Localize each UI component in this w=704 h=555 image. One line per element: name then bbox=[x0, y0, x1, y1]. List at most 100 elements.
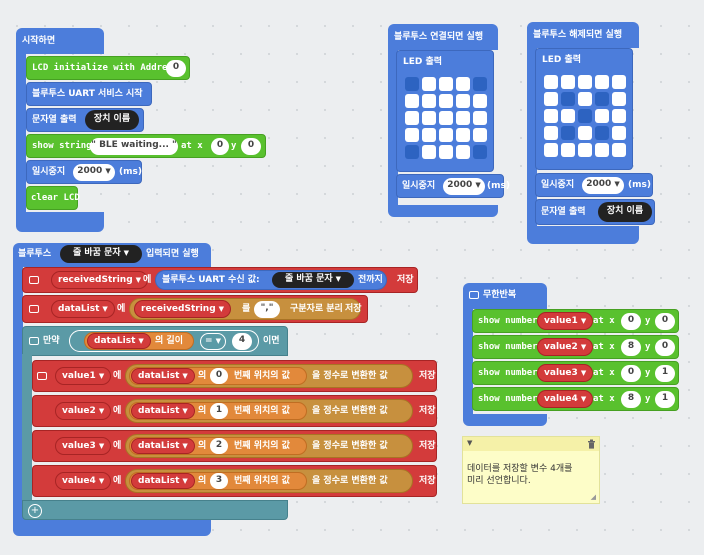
y-input[interactable]: 0 bbox=[241, 138, 261, 155]
led-cell[interactable] bbox=[422, 77, 436, 91]
led-cell[interactable] bbox=[473, 145, 487, 159]
separator-input[interactable]: "," bbox=[254, 301, 280, 318]
data-list-dropdown[interactable]: dataList▼ bbox=[87, 333, 151, 349]
pause-dropdown[interactable]: 2000▼ bbox=[443, 178, 485, 195]
led-cell[interactable] bbox=[439, 94, 453, 108]
led-cell[interactable] bbox=[544, 75, 558, 89]
led-cell[interactable] bbox=[456, 145, 470, 159]
led-cell[interactable] bbox=[544, 143, 558, 157]
pause-dropdown[interactable]: 2000▼ bbox=[73, 164, 115, 181]
led-cell[interactable] bbox=[595, 92, 609, 106]
data-list-dropdown[interactable]: dataList▼ bbox=[51, 300, 115, 318]
split-block[interactable]: receivedString▼ 를 "," 구분자로 분리 bbox=[129, 298, 361, 320]
led-matrix[interactable] bbox=[405, 77, 493, 165]
lcd-address-input[interactable]: 0 bbox=[166, 60, 186, 77]
x-input[interactable]: 0 bbox=[621, 313, 641, 330]
value-variable-dropdown[interactable]: value3▼ bbox=[537, 364, 594, 382]
add-else-icon[interactable]: + bbox=[28, 504, 42, 518]
pause-dropdown[interactable]: 2000▼ bbox=[582, 177, 624, 194]
led-cell[interactable] bbox=[578, 143, 592, 157]
index-input[interactable]: 1 bbox=[210, 403, 228, 419]
lcd-show-string-block[interactable]: show string " BLE waiting... " at x 0 y … bbox=[26, 134, 266, 158]
x-input[interactable]: 0 bbox=[621, 365, 641, 382]
operator-dropdown[interactable]: =▼ bbox=[200, 333, 226, 350]
led-cell[interactable] bbox=[544, 92, 558, 106]
resize-handle-icon[interactable]: ◢ bbox=[590, 493, 596, 501]
led-cell[interactable] bbox=[405, 94, 419, 108]
bluetooth-uart-start-block[interactable]: 블루투스 UART 서비스 시작 bbox=[26, 82, 152, 106]
list-length-block[interactable]: dataList▼ 의 길이 bbox=[84, 332, 194, 350]
led-cell[interactable] bbox=[561, 92, 575, 106]
led-cell[interactable] bbox=[612, 143, 626, 157]
value-variable-dropdown[interactable]: value2▼ bbox=[55, 402, 112, 420]
newline-dropdown[interactable]: 줄 바꿈 문자▼ bbox=[60, 245, 142, 263]
led-cell[interactable] bbox=[422, 128, 436, 142]
x-input[interactable]: 8 bbox=[621, 339, 641, 356]
led-cell[interactable] bbox=[561, 75, 575, 89]
led-cell[interactable] bbox=[473, 128, 487, 142]
comment-icon[interactable] bbox=[29, 276, 39, 284]
led-cell[interactable] bbox=[561, 143, 575, 157]
led-cell[interactable] bbox=[439, 77, 453, 91]
led-show-block[interactable]: LED 출력 bbox=[535, 48, 633, 170]
led-cell[interactable] bbox=[578, 126, 592, 140]
led-cell[interactable] bbox=[612, 109, 626, 123]
index-input[interactable]: 3 bbox=[210, 473, 228, 489]
x-input[interactable]: 8 bbox=[621, 391, 641, 408]
value-variable-dropdown[interactable]: value1▼ bbox=[55, 367, 112, 385]
led-cell[interactable] bbox=[578, 75, 592, 89]
led-cell[interactable] bbox=[473, 77, 487, 91]
led-cell[interactable] bbox=[612, 75, 626, 89]
set-data-list-block[interactable]: dataList▼ 에 receivedString▼ 를 "," 구분자로 분… bbox=[22, 295, 368, 323]
led-cell[interactable] bbox=[422, 94, 436, 108]
led-cell[interactable] bbox=[439, 145, 453, 159]
led-show-block[interactable]: LED 출력 bbox=[396, 50, 494, 172]
comment-icon[interactable] bbox=[29, 337, 39, 345]
pause-block[interactable]: 일시중지 2000▼ (ms) bbox=[26, 160, 142, 184]
led-cell[interactable] bbox=[578, 92, 592, 106]
compare-block[interactable]: dataList▼ 의 길이 =▼ 4 bbox=[69, 330, 259, 352]
led-cell[interactable] bbox=[595, 109, 609, 123]
device-name-value[interactable]: 장치 이름 bbox=[598, 202, 652, 222]
index-input[interactable]: 0 bbox=[210, 368, 228, 384]
led-cell[interactable] bbox=[544, 109, 558, 123]
comment-icon[interactable] bbox=[29, 305, 39, 313]
data-list-dropdown[interactable]: dataList▼ bbox=[131, 368, 195, 384]
show-string-block[interactable]: 문자열 출력 장치 이름 bbox=[26, 108, 144, 132]
led-cell[interactable] bbox=[439, 128, 453, 142]
x-input[interactable]: 0 bbox=[211, 138, 229, 155]
led-cell[interactable] bbox=[473, 111, 487, 125]
led-cell[interactable] bbox=[456, 94, 470, 108]
comment-icon[interactable] bbox=[37, 372, 47, 380]
led-cell[interactable] bbox=[456, 77, 470, 91]
clear-lcd-block[interactable]: clear LCD bbox=[26, 186, 80, 210]
led-cell[interactable] bbox=[405, 145, 419, 159]
led-cell[interactable] bbox=[595, 143, 609, 157]
device-name-value[interactable]: 장치 이름 bbox=[85, 110, 139, 130]
led-cell[interactable] bbox=[561, 126, 575, 140]
led-cell[interactable] bbox=[456, 111, 470, 125]
value-variable-dropdown[interactable]: value4▼ bbox=[537, 390, 594, 408]
index-input[interactable]: 2 bbox=[210, 438, 228, 454]
set-received-string-block[interactable]: receivedString▼ 에 블루투스 UART 수신 값: 줄 바꿈 문… bbox=[22, 267, 418, 293]
led-cell[interactable] bbox=[422, 111, 436, 125]
pause-block[interactable]: 일시중지 2000▼ (ms) bbox=[396, 174, 510, 198]
y-input[interactable]: 0 bbox=[655, 339, 675, 356]
data-list-dropdown[interactable]: dataList▼ bbox=[131, 403, 195, 419]
length-input[interactable]: 4 bbox=[232, 333, 252, 350]
value-variable-dropdown[interactable]: value4▼ bbox=[55, 472, 112, 490]
received-string-dropdown[interactable]: receivedString▼ bbox=[51, 271, 149, 289]
